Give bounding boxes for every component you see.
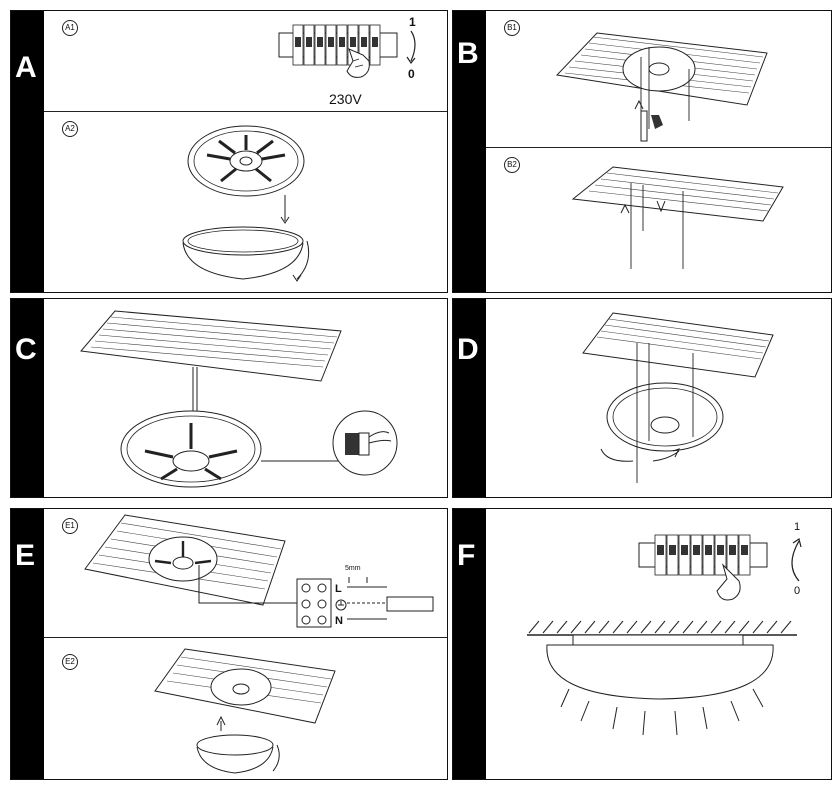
installed-lamp-illustration bbox=[527, 620, 797, 736]
hand-icon bbox=[346, 48, 370, 78]
earth-ground-icon bbox=[335, 599, 347, 611]
panel-d: D bbox=[452, 298, 832, 498]
panel-letter: E bbox=[15, 539, 36, 572]
step-label: E1 bbox=[62, 518, 78, 534]
panel-letter: D bbox=[457, 333, 479, 366]
terminal-label-l: L bbox=[335, 583, 342, 595]
diffuser-attach-illustration bbox=[154, 648, 336, 774]
terminal-block-icon bbox=[296, 577, 434, 628]
panel-letter: A bbox=[15, 51, 37, 84]
voltage-label: 230V bbox=[329, 91, 362, 107]
step-label: B1 bbox=[504, 20, 520, 36]
step-label: B2 bbox=[504, 157, 520, 173]
circuit-breaker-icon bbox=[638, 534, 768, 576]
panel-f: F 1 0 bbox=[452, 508, 832, 780]
wiring-illustration bbox=[84, 514, 286, 606]
ceiling-mark-illustration bbox=[555, 32, 768, 129]
lamp-base-illustration bbox=[182, 125, 310, 282]
switch-on-label: 1 bbox=[794, 521, 801, 533]
drill-icon bbox=[640, 110, 663, 142]
step-label: A2 bbox=[62, 121, 78, 137]
panel-letter: B bbox=[457, 37, 479, 70]
switch-on-label: 1 bbox=[409, 15, 416, 29]
strip-length-label: 5mm bbox=[345, 565, 361, 572]
panel-c: C bbox=[10, 298, 448, 498]
panel-tab bbox=[11, 11, 44, 292]
panel-e: E E1 5mm L N E2 bbox=[10, 508, 448, 780]
rotation-arrow-icon bbox=[406, 30, 416, 65]
base-screw-illustration bbox=[582, 312, 774, 483]
panel-letter: C bbox=[15, 333, 37, 366]
step-divider bbox=[44, 111, 447, 112]
rotation-arrow-icon bbox=[791, 538, 802, 582]
panel-letter: F bbox=[457, 539, 476, 572]
step-label: A1 bbox=[62, 20, 78, 36]
switch-off-label: 0 bbox=[794, 585, 801, 597]
panel-tab bbox=[11, 299, 44, 497]
panel-b: B B1 B2 bbox=[452, 10, 832, 293]
anchor-insert-illustration bbox=[571, 166, 784, 269]
hand-icon bbox=[716, 563, 741, 601]
panel-tab bbox=[453, 299, 486, 497]
connection-line bbox=[198, 565, 299, 604]
switch-off-label: 0 bbox=[408, 67, 415, 81]
step-divider bbox=[486, 147, 831, 148]
circuit-breaker-icon bbox=[278, 24, 398, 66]
step-label: E2 bbox=[62, 654, 78, 670]
base-mount-illustration bbox=[80, 310, 342, 488]
panel-a: A A1 1 0 230V A2 bbox=[10, 10, 448, 293]
connector-detail-icon bbox=[332, 410, 398, 476]
step-divider bbox=[44, 637, 447, 638]
panel-tab bbox=[453, 509, 486, 779]
panel-tab bbox=[453, 11, 486, 292]
panel-tab bbox=[11, 509, 44, 779]
terminal-label-n: N bbox=[335, 615, 343, 627]
